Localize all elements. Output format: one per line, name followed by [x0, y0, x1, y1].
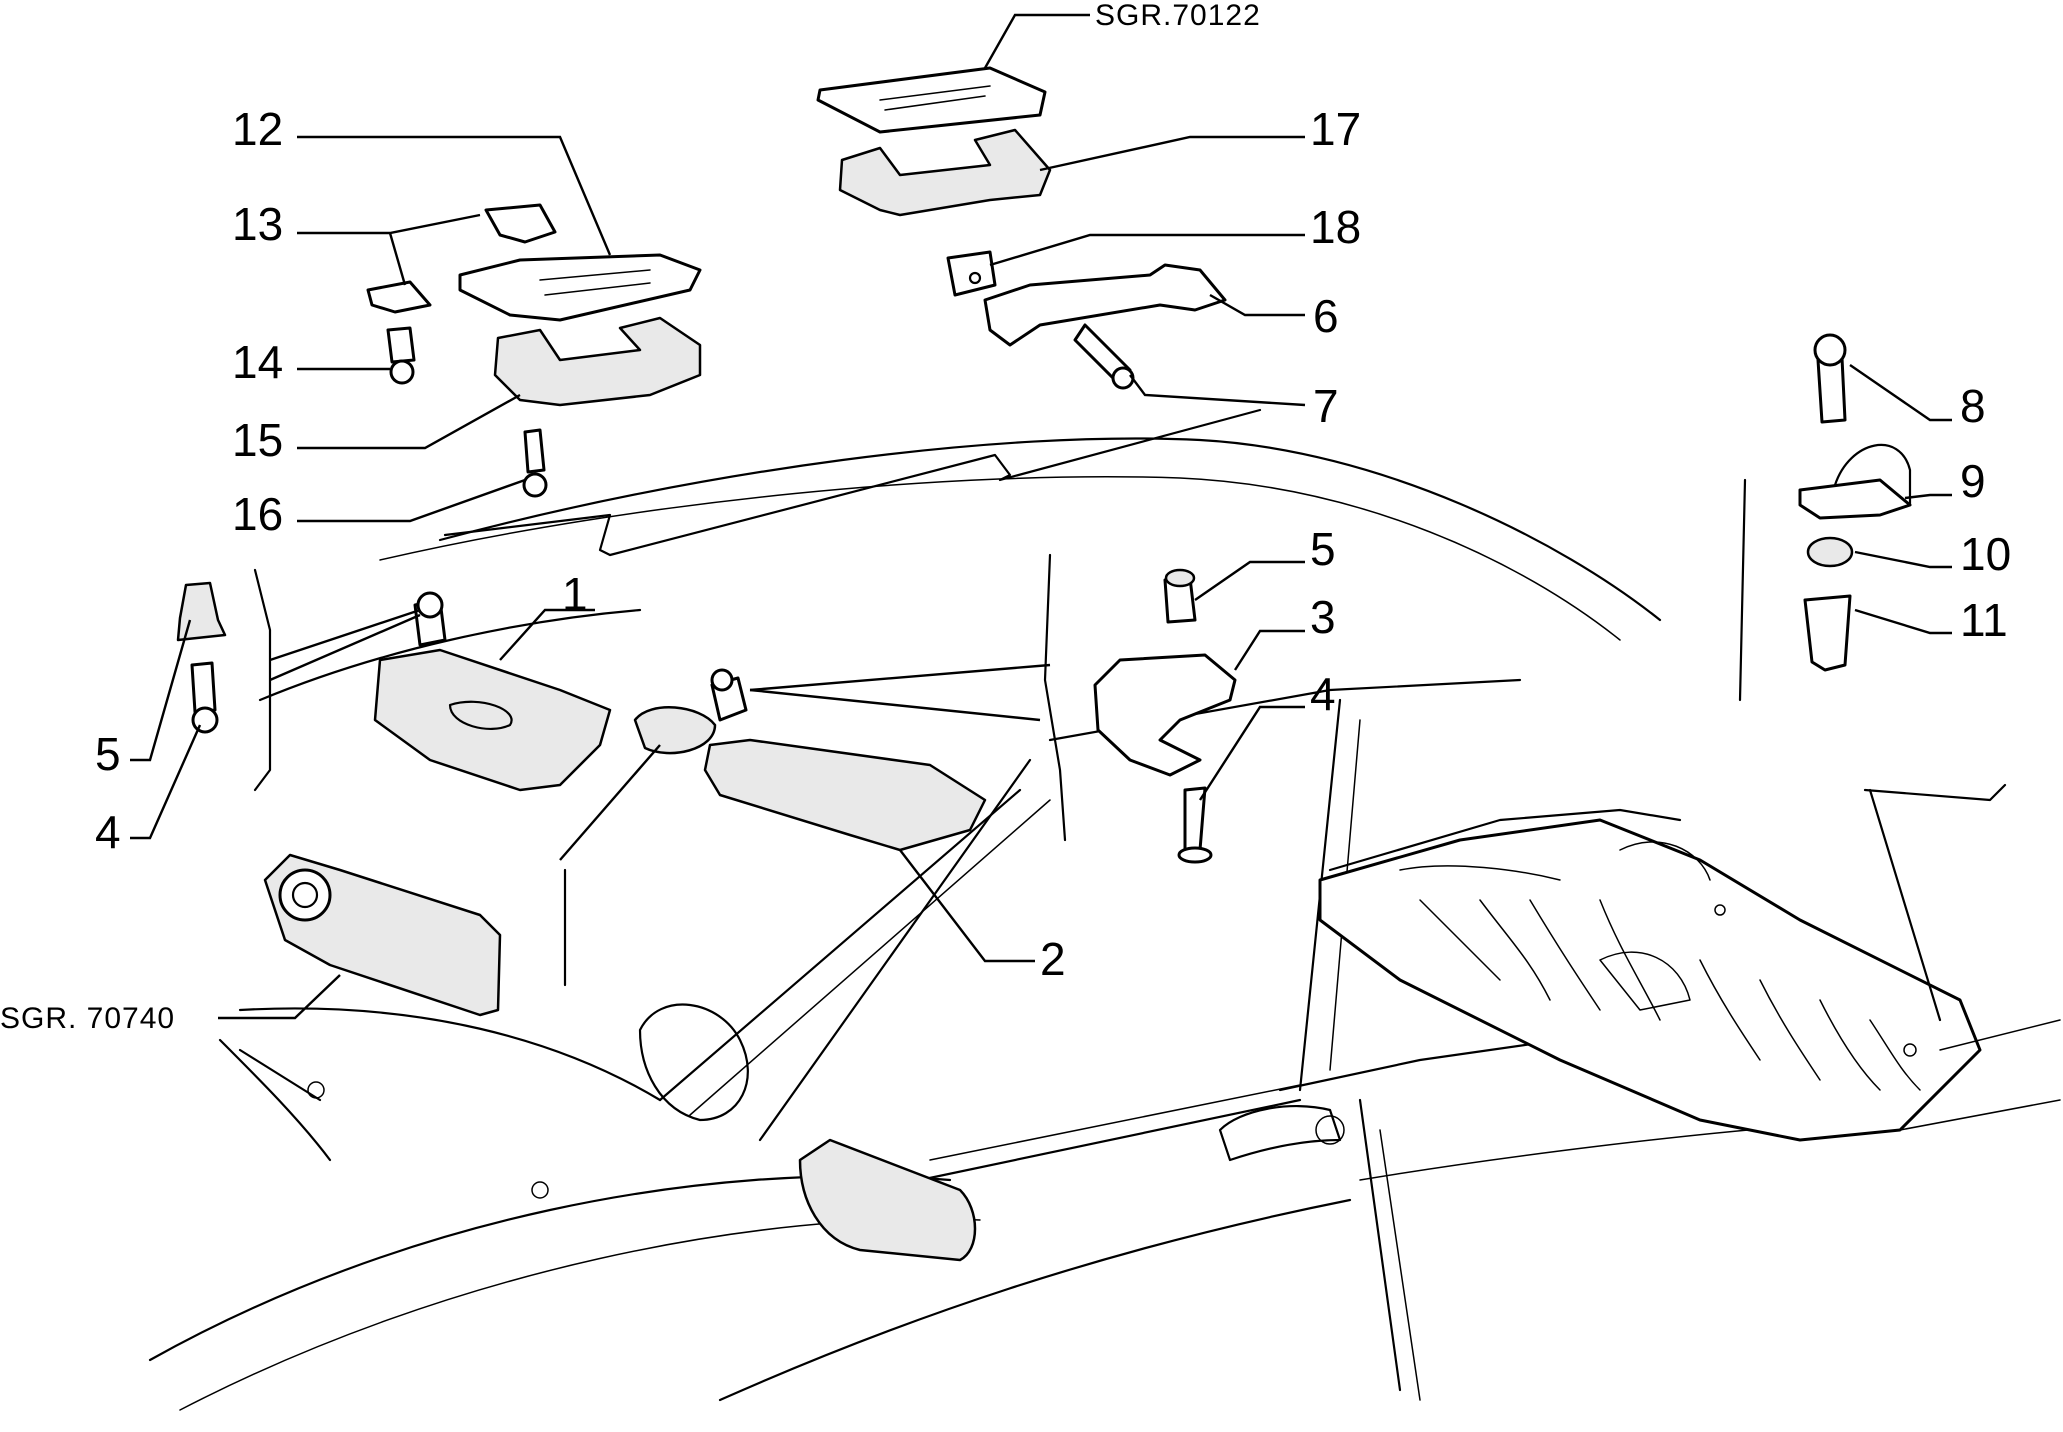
d-ring-part-9 — [1798, 478, 1912, 520]
callout-3: 3 — [1310, 591, 1336, 643]
handle-bracket-part-6 — [983, 263, 1227, 347]
callout-14: 14 — [232, 336, 283, 388]
callout-16: 16 — [232, 488, 283, 540]
callout-11: 11 — [1960, 594, 2008, 646]
screw-part-8 — [1816, 356, 1847, 424]
callout-5-right: 5 — [1310, 523, 1336, 575]
ref-label-top: SGR.70122 — [1095, 0, 1261, 32]
callout-labels: SGR.70122 SGR. 70740 12 13 14 15 16 17 1… — [0, 0, 2011, 1035]
car-body-outline — [148, 437, 2061, 1411]
callout-5-left: 5 — [95, 728, 121, 780]
callout-4-left: 4 — [95, 806, 121, 858]
callout-2: 2 — [1040, 933, 1066, 985]
roof-plate-part — [816, 66, 1047, 134]
callout-6: 6 — [1313, 290, 1339, 342]
callout-12: 12 — [232, 103, 283, 155]
callout-8: 8 — [1960, 380, 1986, 432]
callout-13: 13 — [232, 198, 283, 250]
callout-15: 15 — [232, 414, 283, 466]
callout-4-right: 4 — [1310, 668, 1336, 720]
detail-frame-outlines — [253, 408, 2007, 1022]
callout-10: 10 — [1960, 528, 2011, 580]
grab-handle-upper-part — [838, 128, 1052, 217]
clip-part-13a — [484, 203, 557, 244]
visor-bracket-part-3 — [1093, 653, 1237, 777]
bolt-part-14 — [386, 326, 416, 364]
callout-7: 7 — [1313, 380, 1339, 432]
clip-part-13b — [366, 280, 432, 314]
sun-visor-left-part-1 — [373, 648, 612, 792]
callout-17: 17 — [1310, 103, 1361, 155]
lamp-lens-part — [633, 706, 717, 755]
leader-lines — [130, 13, 1952, 1020]
callout-1: 1 — [562, 568, 588, 620]
sun-visor-right-part-2 — [703, 738, 987, 852]
stud-part-16 — [523, 428, 546, 474]
screw-part-4-left — [190, 661, 217, 714]
ref-label-mirror: SGR. 70740 — [0, 1002, 175, 1035]
plug-part-11 — [1803, 594, 1852, 672]
washer-part-10 — [1806, 536, 1854, 568]
callout-18: 18 — [1310, 201, 1361, 253]
roof-plate-left-part-12 — [458, 253, 702, 322]
grab-handle-left-part-15 — [493, 316, 702, 407]
cap-part-5-left — [176, 581, 227, 642]
callout-9: 9 — [1960, 455, 1986, 507]
